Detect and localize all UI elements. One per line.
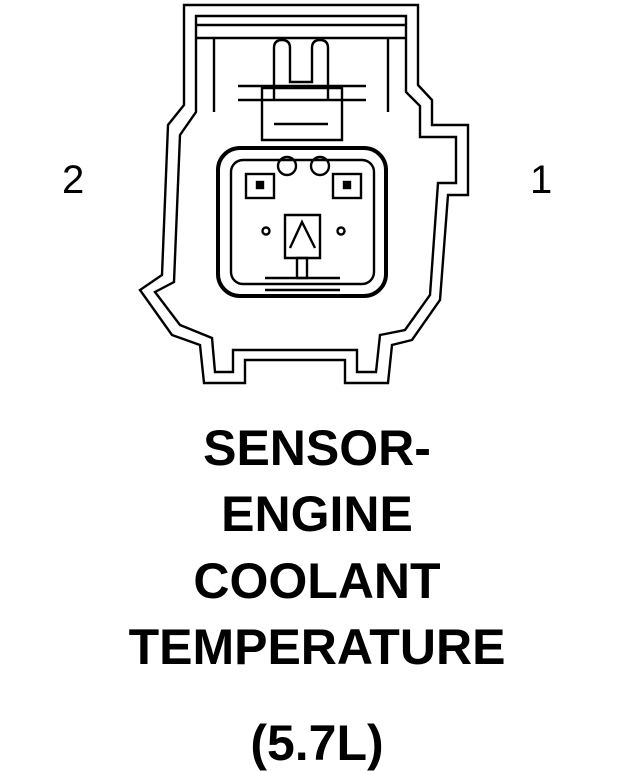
title-line-4: TEMPERATURE: [128, 619, 506, 675]
pin-2-label: 2: [62, 158, 85, 202]
engine-variant: (5.7L): [250, 715, 384, 771]
title-line-1: SENSOR-: [203, 420, 431, 476]
key-feature: [283, 213, 322, 260]
connector-diagram: [138, 3, 470, 385]
title-line-2: ENGINE: [221, 486, 413, 542]
connector-inner-shell: [153, 14, 458, 374]
terminal-cavity-inner: [229, 158, 376, 286]
terminal-pin-1: [331, 172, 363, 200]
terminal-pin-2: [244, 172, 276, 200]
title-line-3: COOLANT: [193, 553, 441, 609]
terminal-cavity-outer: [216, 146, 388, 298]
connector-outer-shell: [138, 3, 470, 385]
pin-1-label: 1: [530, 158, 553, 202]
locking-tab: [272, 38, 330, 100]
